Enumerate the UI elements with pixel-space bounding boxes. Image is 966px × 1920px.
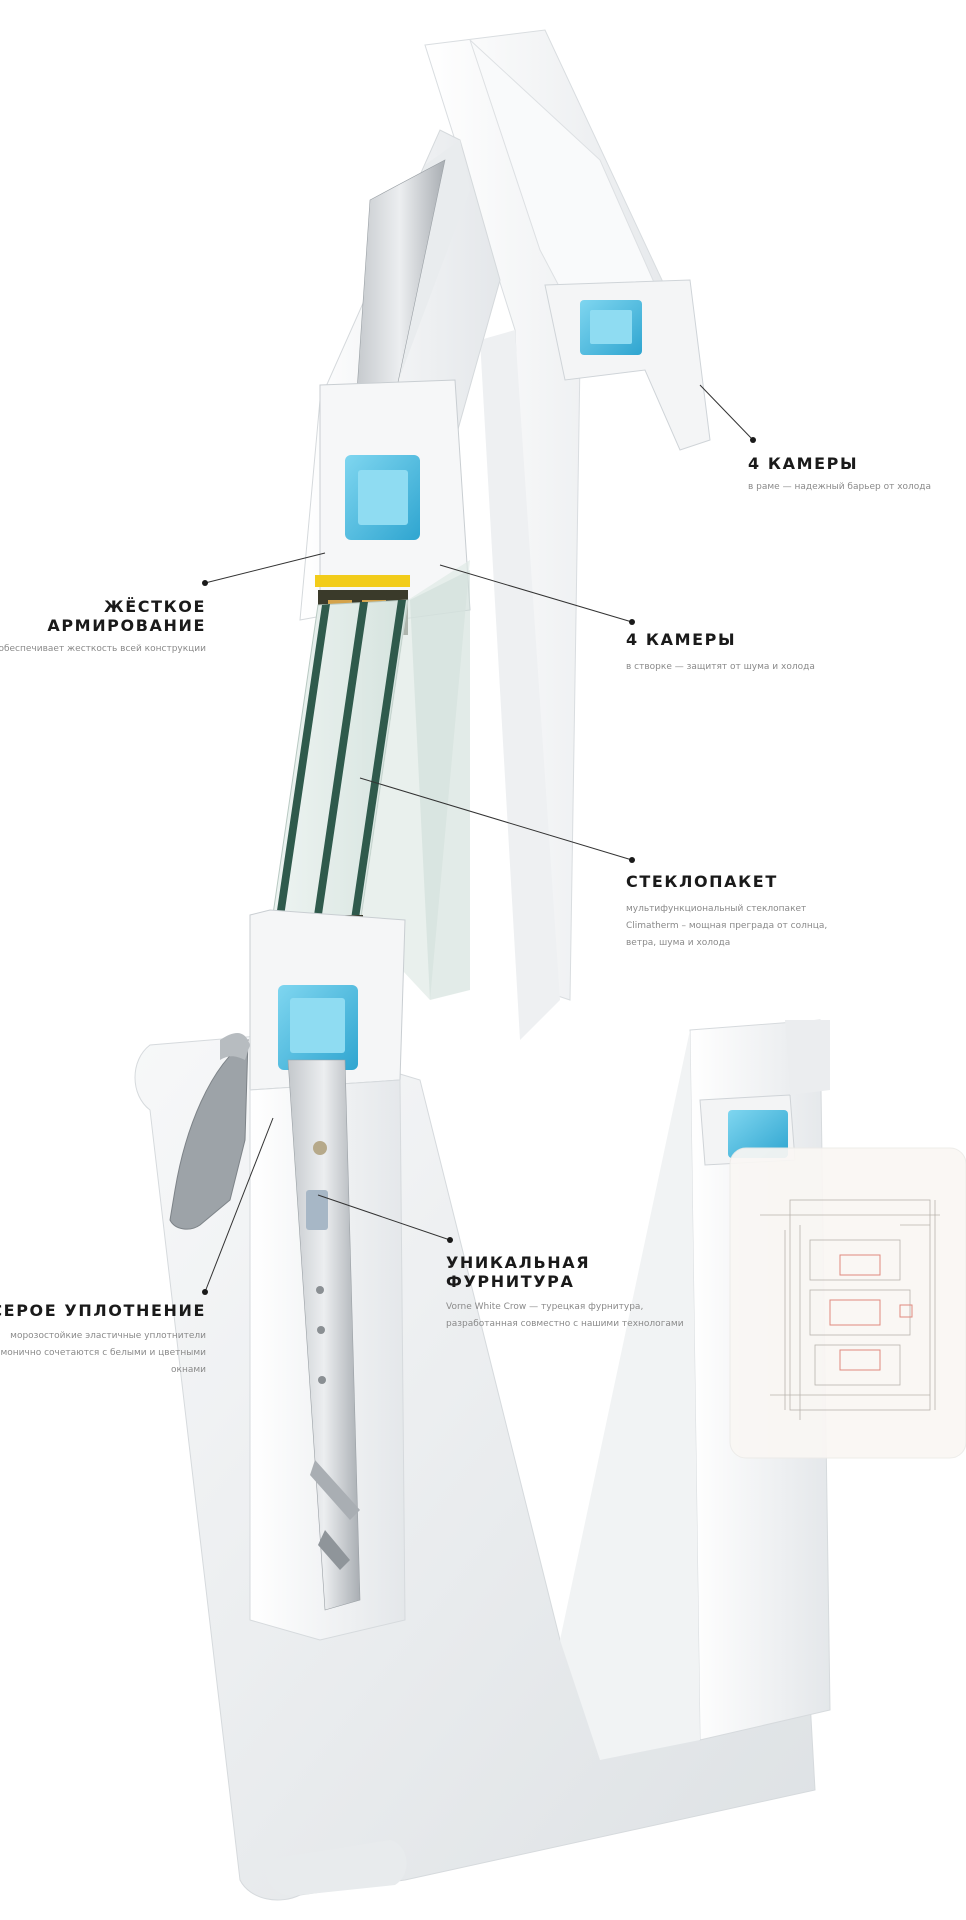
callout-reinforcement-title-line1: ЖЁСТКОЕ <box>104 597 206 616</box>
window-handle <box>169 1033 250 1230</box>
callout-gasket-desc-line1: морозостойкие эластичные уплотнители <box>10 1331 206 1341</box>
callout-reinforcement-desc: обеспечивает жесткость всей конструкции <box>0 644 206 654</box>
sash <box>299 129 501 635</box>
callout-glass-unit-desc-line1: мультифункциональный стеклопакет <box>626 904 807 914</box>
callout-sash-chambers-title: 4 КАМЕРЫ <box>626 630 737 649</box>
callout-reinforcement: ЖЁСТКОЕ АРМИРОВАНИЕ обеспечивает жесткос… <box>0 597 206 658</box>
lower-sash <box>249 909 406 1641</box>
callout-frame-chambers-title: 4 КАМЕРЫ <box>748 454 859 473</box>
callout-frame-chambers-desc: в раме — надежный барьер от холода <box>748 482 932 492</box>
callout-sash-chambers-desc: в створке — защитят от шума и холода <box>626 662 815 672</box>
callout-hardware-desc-line2: разработанная совместно с нашими техноло… <box>446 1319 684 1329</box>
callout-hardware: УНИКАЛЬНАЯ ФУРНИТУРА Vorne White Crow — … <box>446 1253 684 1333</box>
technical-drawing-card <box>729 1147 966 1459</box>
callout-glass-unit: СТЕКЛОПАКЕТ мультифункциональный стеклоп… <box>626 872 827 952</box>
leader-lines <box>202 384 756 1295</box>
glass-unit <box>269 560 470 1000</box>
callout-sash-chambers: 4 КАМЕРЫ в створке — защитят от шума и х… <box>626 630 815 676</box>
callout-gasket: СЕРОЕ УПЛОТНЕНИЕ морозостойкие эластичны… <box>0 1301 206 1379</box>
callout-glass-unit-desc-line2: Climatherm – мощная преграда от солнца, <box>626 921 828 931</box>
callout-gasket-title: СЕРОЕ УПЛОТНЕНИЕ <box>0 1301 206 1320</box>
callout-glass-unit-title: СТЕКЛОПАКЕТ <box>626 872 778 891</box>
callout-gasket-desc: морозостойкие эластичные уплотнители гар… <box>0 1328 206 1379</box>
outer-frame <box>424 29 711 1040</box>
callout-hardware-title-line2: ФУРНИТУРА <box>446 1272 575 1291</box>
callout-gasket-desc-line2: гармонично сочетаются с белыми и цветным… <box>0 1348 206 1358</box>
callout-glass-unit-desc-line3: ветра, шума и холода <box>626 938 731 948</box>
callout-glass-unit-desc: мультифункциональный стеклопакет Climath… <box>626 901 827 952</box>
callout-hardware-desc: Vorne White Crow — турецкая фурнитура, р… <box>446 1299 684 1333</box>
callout-gasket-desc-line3: окнами <box>171 1365 206 1375</box>
callout-hardware-desc-line1: Vorne White Crow — турецкая фурнитура, <box>446 1302 644 1312</box>
callout-reinforcement-title-line2: АРМИРОВАНИЕ <box>47 616 206 635</box>
callout-frame-chambers: 4 КАМЕРЫ в раме — надежный барьер от хол… <box>748 454 931 496</box>
callout-hardware-title-line1: УНИКАЛЬНАЯ <box>446 1253 591 1272</box>
